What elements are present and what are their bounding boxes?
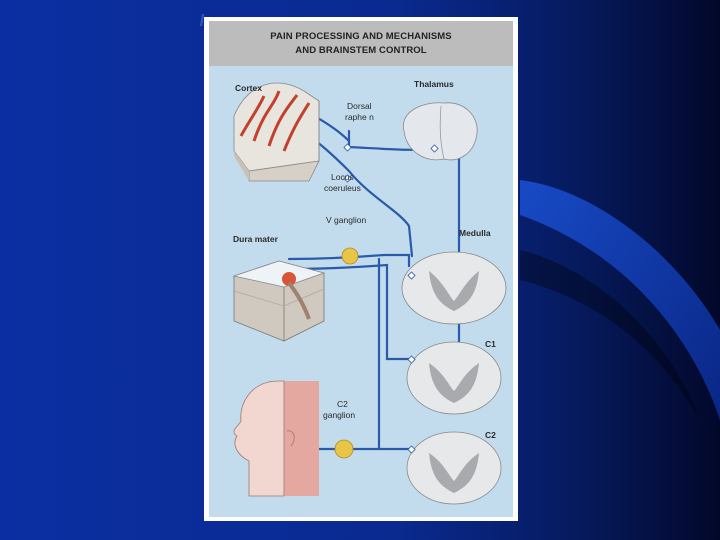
label-dorsal-raphe-2: raphe n — [345, 112, 374, 122]
label-dura-mater: Dura mater — [233, 234, 278, 244]
head-profile — [234, 381, 319, 496]
figure-panel: PAIN PROCESSING AND MECHANISMS AND BRAIN… — [209, 21, 513, 517]
label-medulla: Medulla — [459, 228, 491, 238]
thalamus-shape — [403, 103, 477, 160]
label-c2-ganglion-2: ganglion — [323, 410, 355, 420]
ganglia — [335, 248, 358, 458]
spinal-sections — [402, 252, 506, 504]
pathway-diagram — [209, 21, 513, 517]
pain-pathway-figure: PAIN PROCESSING AND MECHANISMS AND BRAIN… — [204, 17, 518, 521]
label-locus-2: coeruleus — [324, 183, 361, 193]
c2-ganglion-icon — [335, 440, 353, 458]
label-c2-ganglion-1: C2 — [337, 399, 348, 409]
dura-mater-block — [234, 261, 324, 341]
label-c1: C1 — [485, 339, 496, 349]
label-dorsal-raphe-1: Dorsal — [347, 101, 372, 111]
label-cortex: Cortex — [235, 83, 262, 93]
label-c2: C2 — [485, 430, 496, 440]
label-locus-1: Locus — [331, 172, 354, 182]
v-ganglion-icon — [342, 248, 358, 264]
cortex-block — [234, 83, 319, 181]
label-v-ganglion: V ganglion — [326, 215, 366, 225]
label-thalamus: Thalamus — [414, 79, 454, 89]
